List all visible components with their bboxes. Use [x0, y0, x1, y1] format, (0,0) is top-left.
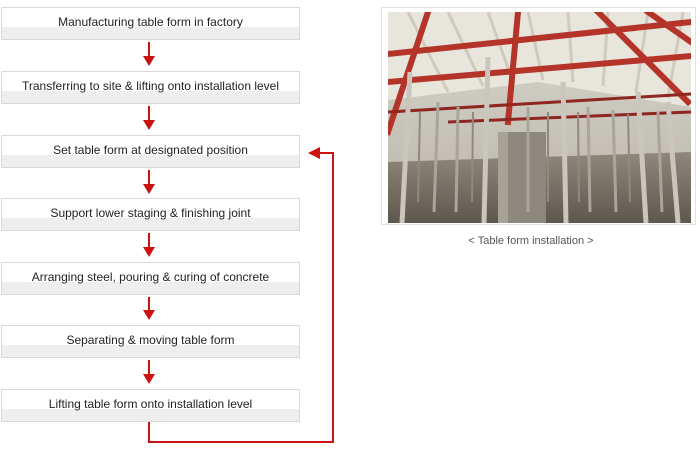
down-arrow-6 — [143, 360, 155, 384]
down-arrow-1 — [143, 42, 155, 66]
table-form-photo — [381, 7, 696, 225]
flow-step-5-label: Arranging steel, pouring & curing of con… — [31, 270, 270, 284]
flow-step-2-label: Transferring to site & lifting onto inst… — [21, 79, 279, 93]
flow-step-7-label: Lifting table form onto installation lev… — [48, 397, 253, 411]
down-arrow-2 — [143, 106, 155, 130]
flow-step-3-label: Set table form at designated position — [53, 143, 248, 157]
down-arrow-4 — [143, 233, 155, 257]
flow-step-4: Support lower staging & finishing joint — [1, 198, 300, 231]
flow-step-2: Transferring to site & lifting onto inst… — [1, 71, 300, 104]
photo-caption: < Table form installation > — [468, 235, 594, 247]
flow-step-6-label: Separating & moving table form — [66, 333, 235, 347]
flow-step-1-label: Manufacturing table form in factory — [58, 15, 243, 29]
flow-step-6: Separating & moving table form — [1, 325, 300, 358]
down-arrow-5 — [143, 297, 155, 320]
table-form-installation-image — [388, 12, 691, 223]
flow-step-4-label: Support lower staging & finishing joint — [50, 206, 251, 220]
down-arrow-3 — [143, 170, 155, 194]
flow-step-1: Manufacturing table form in factory — [1, 7, 300, 40]
flow-step-7: Lifting table form onto installation lev… — [1, 389, 300, 422]
loop-back-arrow — [148, 147, 334, 443]
flow-step-5: Arranging steel, pouring & curing of con… — [1, 262, 300, 295]
flow-step-3: Set table form at designated position — [1, 135, 300, 168]
